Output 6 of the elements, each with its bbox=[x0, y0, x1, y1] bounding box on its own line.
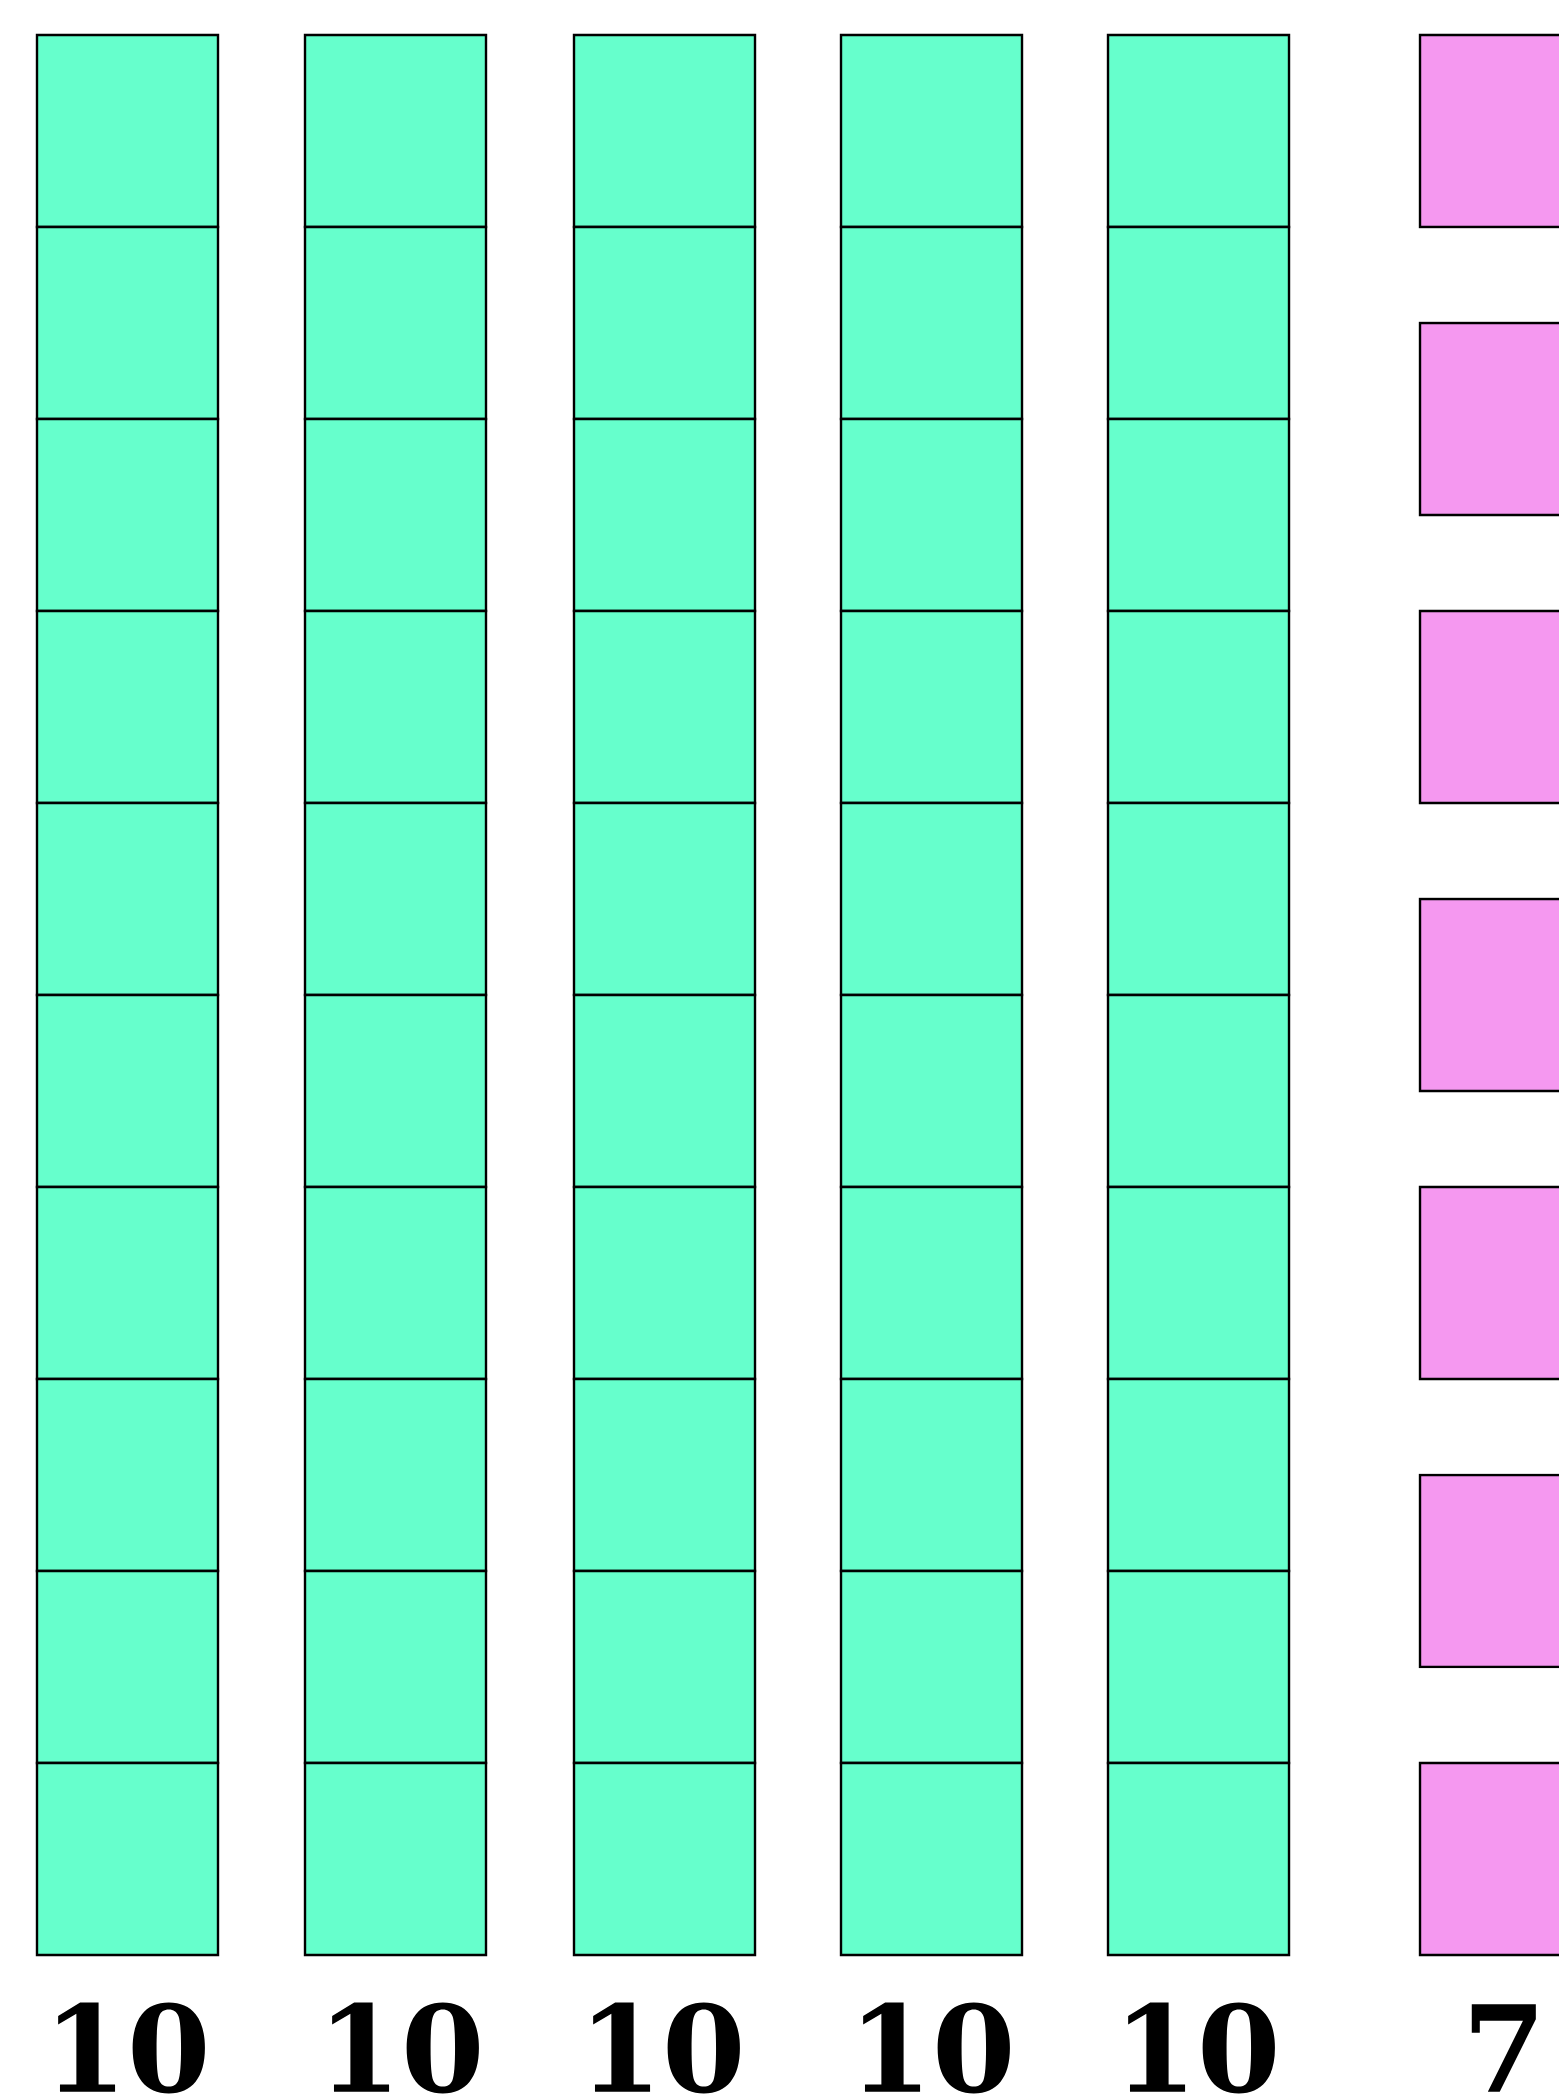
count-label: 10 bbox=[1128, 2002, 1275, 2094]
count-label: 10 bbox=[58, 2002, 205, 2094]
count-label: 10 bbox=[863, 2002, 1010, 2094]
count-label: 10 bbox=[332, 2002, 479, 2094]
count-label: 7 bbox=[1471, 2004, 1536, 2092]
count-label: 10 bbox=[593, 2002, 740, 2094]
